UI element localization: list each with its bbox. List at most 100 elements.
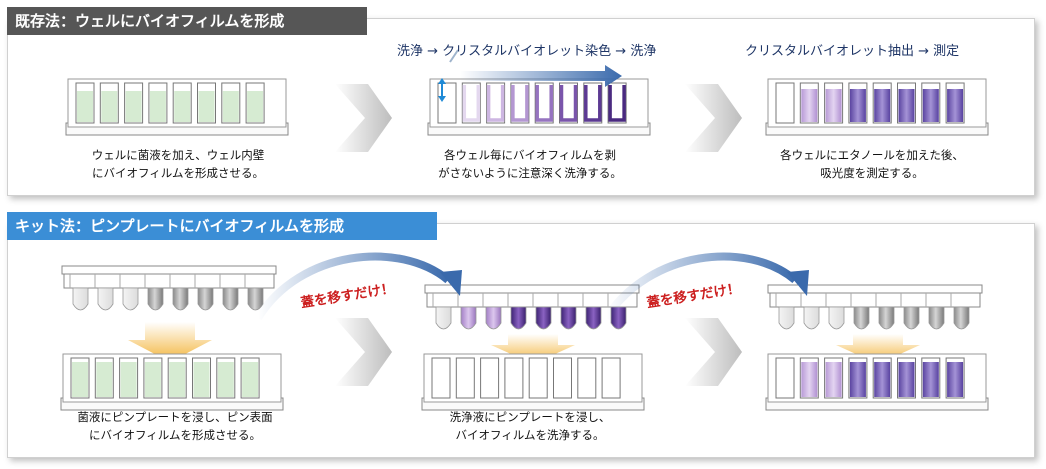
lid-rim (769, 292, 981, 308)
pin (172, 287, 189, 311)
well-contents (801, 362, 818, 397)
biofilm-stain (462, 85, 481, 122)
step-chevron (335, 84, 392, 152)
biofilm-stain (535, 85, 553, 122)
well-contents (72, 362, 88, 397)
well-contents (849, 362, 866, 397)
well-contents (801, 89, 818, 122)
pin (828, 306, 845, 330)
well (775, 357, 795, 399)
pin (535, 306, 552, 330)
pin (510, 306, 527, 330)
pin-lid-eluted (767, 284, 983, 330)
well-contents (198, 91, 215, 122)
caption-line: ウェルに菌液を加え、ウェル内壁 (91, 148, 265, 162)
well-contents (922, 362, 939, 397)
biofilm-stain (608, 85, 626, 122)
well-contents (101, 91, 118, 122)
well-contents (947, 362, 964, 397)
well (437, 82, 457, 124)
well-contents (874, 89, 891, 122)
transfer-lid-arrow (254, 252, 462, 321)
well-contents (96, 362, 113, 397)
pin (435, 306, 452, 330)
wash-direction-arrow (460, 65, 622, 87)
well-contents (125, 91, 142, 122)
pin-lid-washed (424, 284, 640, 330)
well (431, 357, 451, 399)
dip-arrow (836, 334, 920, 364)
pin (585, 306, 602, 330)
conventional-caption-3: 各ウェルにエタノールを加えた後、 吸光度を測定する。 (762, 146, 982, 182)
step-chevron (685, 84, 742, 152)
pin-lid-culture (61, 265, 277, 311)
well-contents (898, 362, 915, 397)
pin (953, 306, 970, 330)
well-contents (825, 362, 842, 397)
biofilm-stain (486, 85, 505, 122)
step-chevron (335, 318, 392, 386)
pin (803, 306, 820, 330)
well-contents (922, 89, 939, 122)
caption-line: 菌液にピンプレートを浸し、ピン表面 (77, 410, 273, 424)
wash-stain-step-label: 洗浄 → クリスタルバイオレット染色 → 洗浄 (397, 44, 657, 59)
well-contents (217, 362, 234, 397)
well-contents (849, 89, 866, 122)
pin (247, 287, 264, 311)
conventional-caption-2: 各ウェル毎にバイオフィルムを剥 がさないように注意深く洗浄する。 (420, 146, 640, 182)
well-contents (193, 362, 210, 397)
kit-caption-2: 洗浄液にピンプレートを浸し、 バイオフィルムを洗浄する。 (420, 408, 640, 444)
well (601, 357, 621, 399)
lid-top (61, 265, 277, 275)
pin (853, 306, 870, 330)
well-contents (222, 91, 239, 122)
well-contents (874, 362, 891, 397)
well-plate-stained (427, 78, 651, 136)
conventional-header: 既存法：ウェルにバイオフィルムを形成 (7, 7, 367, 35)
well-contents (174, 91, 191, 122)
well (486, 82, 506, 124)
kit-caption-1: 菌液にピンプレートを浸し、ピン表面 にバイオフィルムを形成させる。 (55, 408, 295, 444)
well (553, 357, 572, 399)
well (455, 357, 475, 399)
well-plate-culture (60, 353, 284, 411)
caption-line: 各ウェルにエタノールを加えた後、 (780, 148, 964, 162)
pin (147, 287, 164, 311)
caption-line: にバイオフィルムを形成させる。 (88, 428, 262, 442)
caption-line: にバイオフィルムを形成させる。 (91, 166, 265, 180)
pin (222, 287, 239, 311)
well (528, 357, 548, 399)
well (504, 357, 524, 399)
well-contents (242, 362, 259, 397)
well-contents (898, 89, 915, 122)
pin (560, 306, 577, 330)
well-contents (947, 89, 964, 122)
well-contents (169, 362, 186, 397)
pin (72, 287, 89, 311)
dip-arrow (128, 322, 212, 362)
well (510, 82, 530, 124)
well (775, 82, 795, 124)
caption-line: 各ウェル毎にバイオフィルムを剥 (443, 148, 617, 162)
step-chevron (685, 318, 742, 386)
well-contents (120, 362, 137, 397)
well-contents (149, 91, 166, 122)
pin (460, 306, 477, 330)
pin (903, 306, 920, 330)
well-contents (825, 89, 842, 122)
well (534, 82, 554, 124)
well-contents (77, 91, 93, 122)
biofilm-stain (559, 85, 578, 122)
lid-rim (426, 292, 638, 308)
well (577, 357, 597, 399)
well (607, 82, 627, 124)
well-plate-culture (65, 78, 289, 136)
biofilm-stain (511, 85, 529, 122)
kit-header: キット法：ピンプレートにバイオフィルムを形成 (7, 212, 437, 240)
conventional-caption-1: ウェルに菌液を加え、ウェル内壁 にバイオフィルムを形成させる。 (68, 146, 288, 182)
wash-pipette-icon (438, 49, 459, 102)
well-contents (144, 362, 161, 397)
well-plate-measure (765, 353, 989, 411)
transfer-lid-arrow (602, 252, 809, 321)
